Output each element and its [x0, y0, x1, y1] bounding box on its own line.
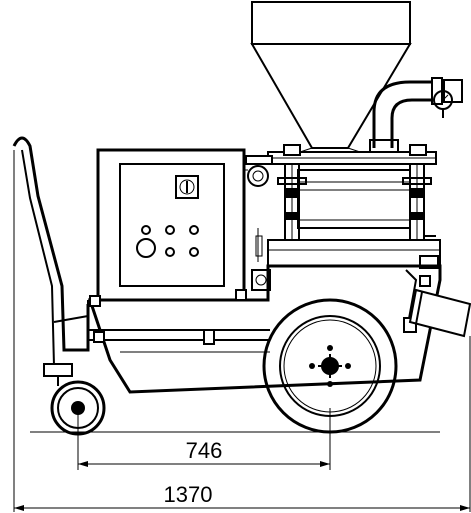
dimension-label-overall-length: 1370: [164, 482, 213, 507]
handle-frame: [12, 136, 90, 367]
pump-column-right: [402, 163, 436, 243]
mixing-chamber: [267, 169, 441, 269]
pump-frame: [245, 144, 437, 165]
dimension-wheelbase: 746: [77, 408, 331, 470]
pump-column-left: [277, 163, 307, 243]
chassis: [87, 228, 442, 394]
caster-wheel: [43, 363, 106, 436]
hopper: [250, 1, 412, 153]
control-box: [96, 148, 248, 302]
dimension-label-wheelbase: 746: [186, 438, 223, 463]
pressure-gauge: [433, 90, 453, 118]
dimension-overall-length: 1370: [13, 150, 471, 512]
outlet-pipe-elbow: [369, 77, 463, 153]
discharge-nozzle: [408, 288, 471, 338]
knob-small: [247, 165, 269, 187]
